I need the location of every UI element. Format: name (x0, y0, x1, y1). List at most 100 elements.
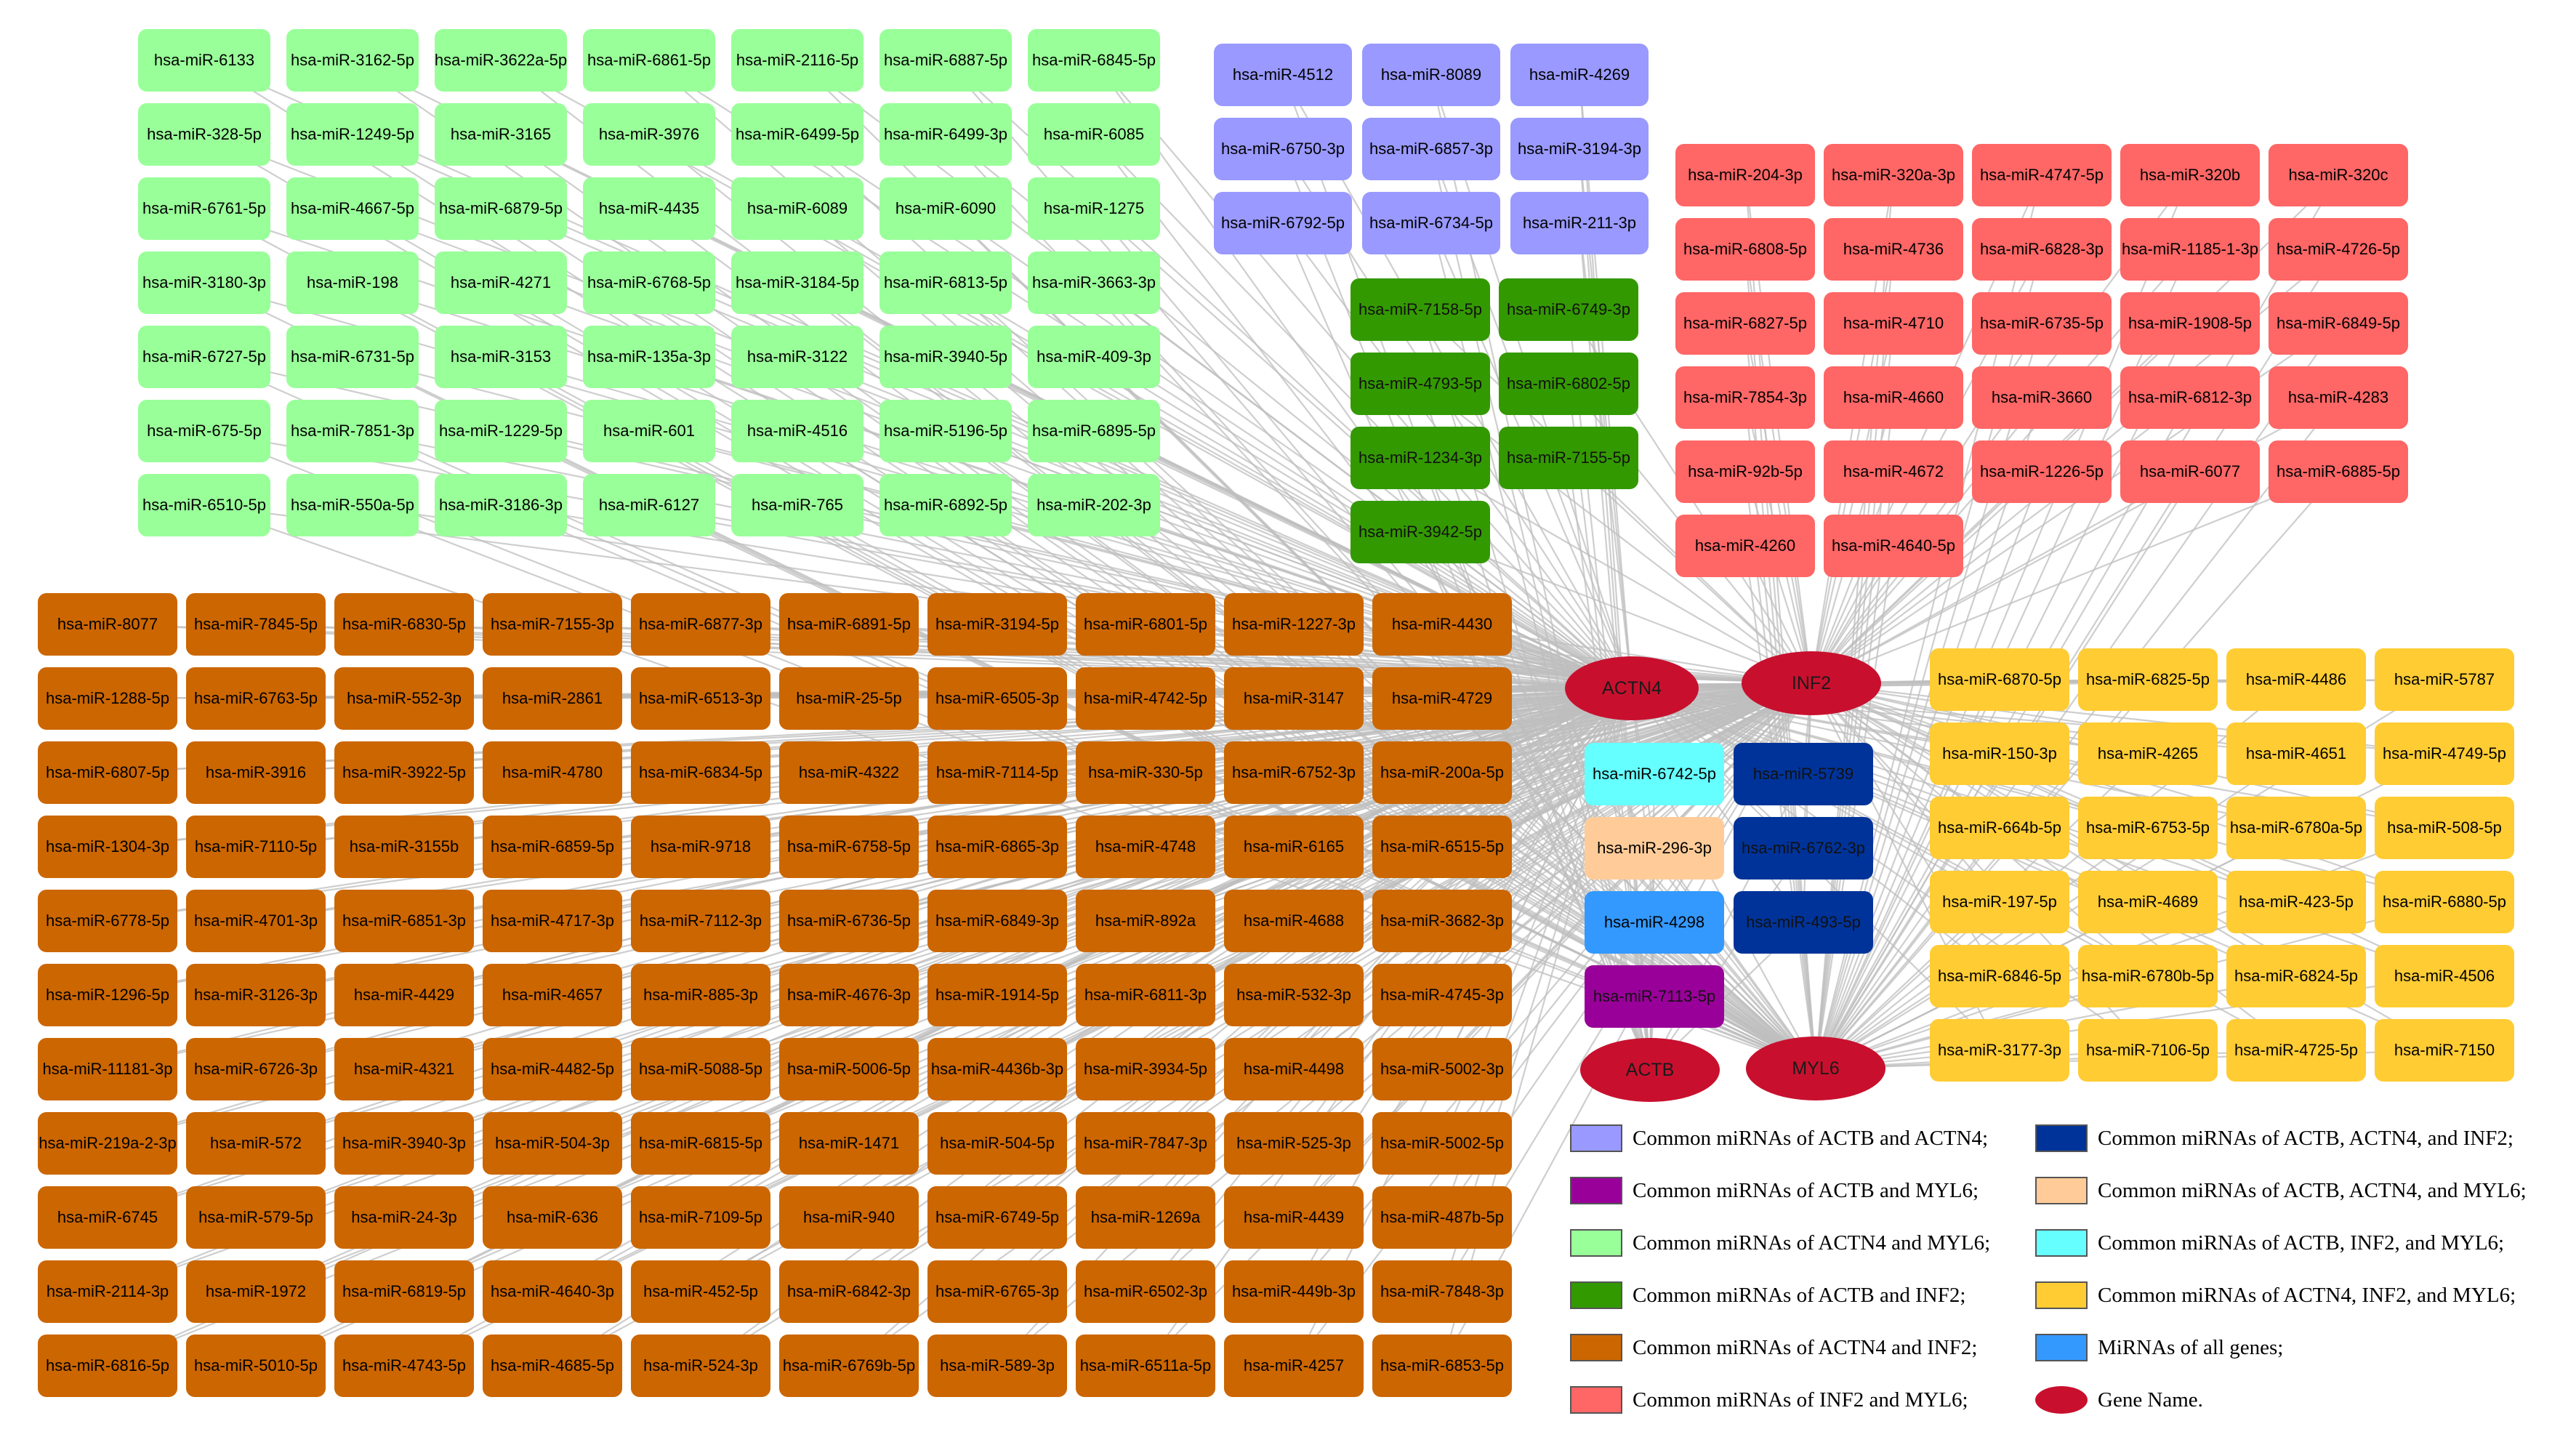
mirna-node-hsa-mir-4685-5p[interactable]: hsa-miR-4685-5p (483, 1335, 622, 1397)
mirna-node-hsa-mir-550a-5p[interactable]: hsa-miR-550a-5p (286, 474, 419, 536)
mirna-node-hsa-mir-6870-5p[interactable]: hsa-miR-6870-5p (1930, 648, 2069, 711)
mirna-node-hsa-mir-1914-5p[interactable]: hsa-miR-1914-5p (927, 964, 1067, 1026)
mirna-node-hsa-mir-4640-3p[interactable]: hsa-miR-4640-3p (483, 1260, 622, 1323)
mirna-node-hsa-mir-423-5p[interactable]: hsa-miR-423-5p (2226, 871, 2366, 933)
mirna-node-hsa-mir-1226-5p[interactable]: hsa-miR-1226-5p (1972, 440, 2112, 503)
mirna-node-hsa-mir-765[interactable]: hsa-miR-765 (731, 474, 864, 536)
mirna-node-hsa-mir-504-3p[interactable]: hsa-miR-504-3p (483, 1112, 622, 1175)
mirna-node-hsa-mir-6510-5p[interactable]: hsa-miR-6510-5p (138, 474, 270, 536)
mirna-node-hsa-mir-4298[interactable]: hsa-miR-4298 (1585, 891, 1724, 954)
mirna-node-hsa-mir-92b-5p[interactable]: hsa-miR-92b-5p (1675, 440, 1815, 503)
mirna-node-hsa-mir-6849-5p[interactable]: hsa-miR-6849-5p (2269, 292, 2408, 355)
mirna-node-hsa-mir-525-3p[interactable]: hsa-miR-525-3p (1224, 1112, 1364, 1175)
mirna-node-hsa-mir-4516[interactable]: hsa-miR-4516 (731, 400, 864, 462)
mirna-node-hsa-mir-3153[interactable]: hsa-miR-3153 (435, 326, 567, 388)
mirna-node-hsa-mir-6808-5p[interactable]: hsa-miR-6808-5p (1675, 218, 1815, 281)
mirna-node-hsa-mir-328-5p[interactable]: hsa-miR-328-5p (138, 103, 270, 166)
mirna-node-hsa-mir-6089[interactable]: hsa-miR-6089 (731, 177, 864, 240)
mirna-node-hsa-mir-211-3p[interactable]: hsa-miR-211-3p (1510, 192, 1649, 254)
mirna-node-hsa-mir-6877-3p[interactable]: hsa-miR-6877-3p (631, 593, 770, 656)
mirna-node-hsa-mir-150-3p[interactable]: hsa-miR-150-3p (1930, 722, 2069, 785)
mirna-node-hsa-mir-589-3p[interactable]: hsa-miR-589-3p (927, 1335, 1067, 1397)
mirna-node-hsa-mir-330-5p[interactable]: hsa-miR-330-5p (1076, 741, 1215, 804)
mirna-node-hsa-mir-1471[interactable]: hsa-miR-1471 (779, 1112, 919, 1175)
mirna-node-hsa-mir-487b-5p[interactable]: hsa-miR-487b-5p (1372, 1186, 1512, 1249)
mirna-node-hsa-mir-11181-3p[interactable]: hsa-miR-11181-3p (38, 1038, 177, 1100)
gene-node-actn4[interactable]: ACTN4 (1565, 656, 1699, 720)
mirna-node-hsa-mir-6742-5p[interactable]: hsa-miR-6742-5p (1585, 743, 1724, 805)
mirna-node-hsa-mir-4745-3p[interactable]: hsa-miR-4745-3p (1372, 964, 1512, 1026)
mirna-node-hsa-mir-6727-5p[interactable]: hsa-miR-6727-5p (138, 326, 270, 388)
mirna-node-hsa-mir-4260[interactable]: hsa-miR-4260 (1675, 515, 1815, 577)
mirna-node-hsa-mir-4322[interactable]: hsa-miR-4322 (779, 741, 919, 804)
mirna-node-hsa-mir-197-5p[interactable]: hsa-miR-197-5p (1930, 871, 2069, 933)
mirna-node-hsa-mir-508-5p[interactable]: hsa-miR-508-5p (2375, 797, 2514, 859)
mirna-node-hsa-mir-4657[interactable]: hsa-miR-4657 (483, 964, 622, 1026)
mirna-node-hsa-mir-25-5p[interactable]: hsa-miR-25-5p (779, 667, 919, 730)
mirna-node-hsa-mir-579-5p[interactable]: hsa-miR-579-5p (186, 1186, 326, 1249)
mirna-node-hsa-mir-4640-5p[interactable]: hsa-miR-4640-5p (1824, 515, 1963, 577)
mirna-node-hsa-mir-2116-5p[interactable]: hsa-miR-2116-5p (731, 29, 864, 92)
mirna-node-hsa-mir-4257[interactable]: hsa-miR-4257 (1224, 1335, 1364, 1397)
mirna-node-hsa-mir-6830-5p[interactable]: hsa-miR-6830-5p (334, 593, 474, 656)
mirna-node-hsa-mir-6815-5p[interactable]: hsa-miR-6815-5p (631, 1112, 770, 1175)
mirna-node-hsa-mir-3177-3p[interactable]: hsa-miR-3177-3p (1930, 1019, 2069, 1082)
mirna-node-hsa-mir-6811-3p[interactable]: hsa-miR-6811-3p (1076, 964, 1215, 1026)
mirna-node-hsa-mir-6749-5p[interactable]: hsa-miR-6749-5p (927, 1186, 1067, 1249)
mirna-node-hsa-mir-6731-5p[interactable]: hsa-miR-6731-5p (286, 326, 419, 388)
mirna-node-hsa-mir-5088-5p[interactable]: hsa-miR-5088-5p (631, 1038, 770, 1100)
mirna-node-hsa-mir-9718[interactable]: hsa-miR-9718 (631, 816, 770, 878)
mirna-node-hsa-mir-6792-5p[interactable]: hsa-miR-6792-5p (1214, 192, 1352, 254)
mirna-node-hsa-mir-6726-3p[interactable]: hsa-miR-6726-3p (186, 1038, 326, 1100)
mirna-node-hsa-mir-3184-5p[interactable]: hsa-miR-3184-5p (731, 251, 864, 314)
mirna-node-hsa-mir-6085[interactable]: hsa-miR-6085 (1028, 103, 1160, 166)
mirna-node-hsa-mir-3186-3p[interactable]: hsa-miR-3186-3p (435, 474, 567, 536)
mirna-node-hsa-mir-6813-5p[interactable]: hsa-miR-6813-5p (880, 251, 1012, 314)
mirna-node-hsa-mir-1234-3p[interactable]: hsa-miR-1234-3p (1351, 427, 1490, 489)
mirna-node-hsa-mir-3660[interactable]: hsa-miR-3660 (1972, 366, 2112, 429)
mirna-node-hsa-mir-6812-3p[interactable]: hsa-miR-6812-3p (2120, 366, 2260, 429)
mirna-node-hsa-mir-3976[interactable]: hsa-miR-3976 (583, 103, 715, 166)
mirna-node-hsa-mir-7109-5p[interactable]: hsa-miR-7109-5p (631, 1186, 770, 1249)
mirna-node-hsa-mir-4688[interactable]: hsa-miR-4688 (1224, 890, 1364, 952)
mirna-node-hsa-mir-4269[interactable]: hsa-miR-4269 (1510, 44, 1649, 106)
mirna-node-hsa-mir-3622a-5p[interactable]: hsa-miR-3622a-5p (435, 29, 567, 92)
mirna-node-hsa-mir-6834-5p[interactable]: hsa-miR-6834-5p (631, 741, 770, 804)
mirna-node-hsa-mir-552-3p[interactable]: hsa-miR-552-3p (334, 667, 474, 730)
mirna-node-hsa-mir-4439[interactable]: hsa-miR-4439 (1224, 1186, 1364, 1249)
mirna-node-hsa-mir-6842-3p[interactable]: hsa-miR-6842-3p (779, 1260, 919, 1323)
mirna-node-hsa-mir-4498[interactable]: hsa-miR-4498 (1224, 1038, 1364, 1100)
mirna-node-hsa-mir-7854-3p[interactable]: hsa-miR-7854-3p (1675, 366, 1815, 429)
mirna-node-hsa-mir-6127[interactable]: hsa-miR-6127 (583, 474, 715, 536)
mirna-node-hsa-mir-219a-2-3p[interactable]: hsa-miR-219a-2-3p (38, 1112, 177, 1175)
gene-node-actb[interactable]: ACTB (1580, 1038, 1720, 1102)
mirna-node-hsa-mir-4729[interactable]: hsa-miR-4729 (1372, 667, 1512, 730)
mirna-node-hsa-mir-6807-5p[interactable]: hsa-miR-6807-5p (38, 741, 177, 804)
mirna-node-hsa-mir-4429[interactable]: hsa-miR-4429 (334, 964, 474, 1026)
mirna-node-hsa-mir-532-3p[interactable]: hsa-miR-532-3p (1224, 964, 1364, 1026)
mirna-node-hsa-mir-296-3p[interactable]: hsa-miR-296-3p (1585, 817, 1724, 879)
mirna-node-hsa-mir-3194-5p[interactable]: hsa-miR-3194-5p (927, 593, 1067, 656)
mirna-node-hsa-mir-4265[interactable]: hsa-miR-4265 (2078, 722, 2218, 785)
mirna-node-hsa-mir-6861-5p[interactable]: hsa-miR-6861-5p (583, 29, 715, 92)
mirna-node-hsa-mir-3942-5p[interactable]: hsa-miR-3942-5p (1351, 501, 1490, 563)
mirna-node-hsa-mir-1185-1-3p[interactable]: hsa-miR-1185-1-3p (2120, 218, 2260, 281)
mirna-node-hsa-mir-6827-5p[interactable]: hsa-miR-6827-5p (1675, 292, 1815, 355)
mirna-node-hsa-mir-4283[interactable]: hsa-miR-4283 (2269, 366, 2408, 429)
mirna-node-hsa-mir-6762-3p[interactable]: hsa-miR-6762-3p (1734, 817, 1873, 879)
mirna-node-hsa-mir-6750-3p[interactable]: hsa-miR-6750-3p (1214, 118, 1352, 180)
mirna-node-hsa-mir-1288-5p[interactable]: hsa-miR-1288-5p (38, 667, 177, 730)
mirna-node-hsa-mir-6511a-5p[interactable]: hsa-miR-6511a-5p (1076, 1335, 1215, 1397)
mirna-node-hsa-mir-6892-5p[interactable]: hsa-miR-6892-5p (880, 474, 1012, 536)
mirna-node-hsa-mir-4321[interactable]: hsa-miR-4321 (334, 1038, 474, 1100)
mirna-node-hsa-mir-6736-5p[interactable]: hsa-miR-6736-5p (779, 890, 919, 952)
mirna-node-hsa-mir-6513-3p[interactable]: hsa-miR-6513-3p (631, 667, 770, 730)
mirna-node-hsa-mir-1296-5p[interactable]: hsa-miR-1296-5p (38, 964, 177, 1026)
mirna-node-hsa-mir-7113-5p[interactable]: hsa-miR-7113-5p (1585, 965, 1724, 1028)
mirna-node-hsa-mir-409-3p[interactable]: hsa-miR-409-3p (1028, 326, 1160, 388)
mirna-node-hsa-mir-5006-5p[interactable]: hsa-miR-5006-5p (779, 1038, 919, 1100)
mirna-node-hsa-mir-6133[interactable]: hsa-miR-6133 (138, 29, 270, 92)
mirna-node-hsa-mir-3922-5p[interactable]: hsa-miR-3922-5p (334, 741, 474, 804)
mirna-node-hsa-mir-6880-5p[interactable]: hsa-miR-6880-5p (2375, 871, 2514, 933)
mirna-node-hsa-mir-4710[interactable]: hsa-miR-4710 (1824, 292, 1963, 355)
